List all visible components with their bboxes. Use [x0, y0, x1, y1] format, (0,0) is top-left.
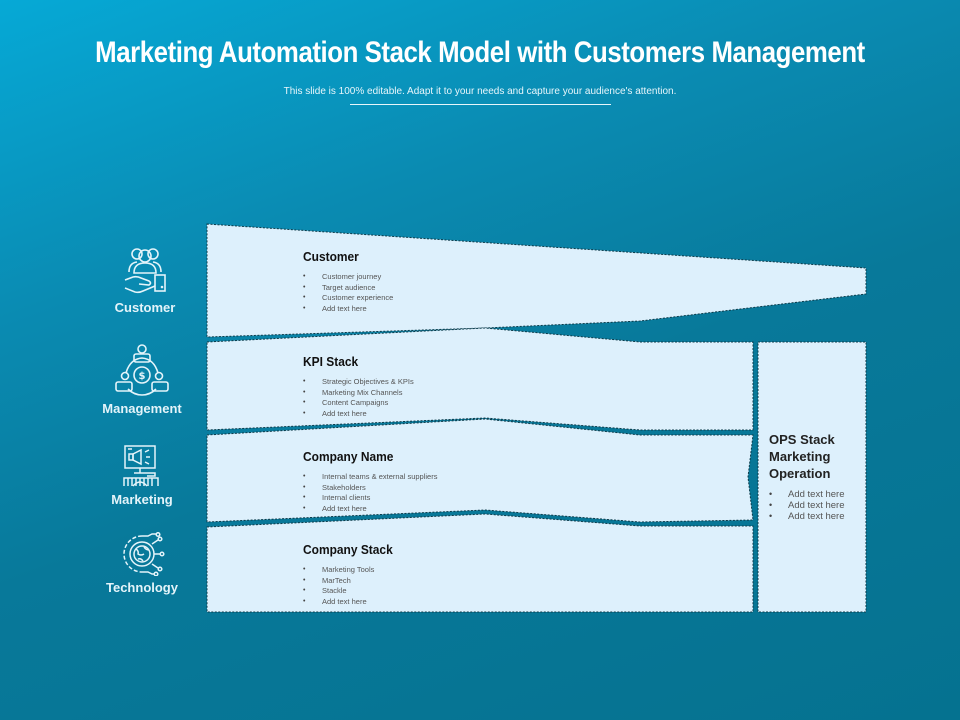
list-item: Add text here — [303, 304, 393, 315]
list-item: Add text here — [303, 597, 401, 608]
ops-title-line: Marketing — [769, 449, 831, 464]
subtitle-divider — [350, 104, 611, 105]
kpi-stack-band[interactable] — [206, 327, 754, 431]
stack-company-name: Company Name Internal teams & external s… — [303, 449, 437, 514]
list-item: Add text here — [303, 504, 437, 515]
stack-items: Strategic Objectives & KPIs Marketing Mi… — [303, 377, 414, 419]
category-marketing: Marketing — [82, 444, 202, 507]
list-item: Internal teams & external suppliers — [303, 472, 437, 483]
list-item: Customer experience — [303, 293, 393, 304]
stack-items: Internal teams & external suppliers Stak… — [303, 472, 437, 514]
ops-title: OPS Stack Marketing Operation — [769, 431, 845, 482]
stack-title: KPI Stack — [303, 354, 359, 369]
list-item: Target audience — [303, 283, 393, 294]
list-item: Strategic Objectives & KPIs — [303, 377, 414, 388]
stack-title: Company Stack — [303, 542, 393, 557]
category-technology: Technology — [82, 532, 202, 595]
stack-title: Company Name — [303, 449, 394, 464]
stack-items: Marketing Tools MarTech Stackle Add text… — [303, 565, 401, 607]
ops-title-line: Operation — [769, 466, 831, 481]
company-stack-band[interactable] — [206, 513, 754, 613]
category-label: Technology — [106, 580, 178, 595]
category-label: Management — [102, 401, 182, 416]
stack-customer: Customer Customer journey Target audienc… — [303, 249, 393, 314]
list-item: Marketing Mix Channels — [303, 388, 414, 399]
list-item: Internal clients — [303, 493, 437, 504]
list-item: Add text here — [769, 511, 845, 522]
stack-items: Customer journey Target audience Custome… — [303, 272, 393, 314]
category-customer: Customer — [85, 244, 205, 315]
svg-text:$: $ — [139, 371, 146, 382]
list-item: Content Campaigns — [303, 398, 414, 409]
stack-kpi: KPI Stack Strategic Objectives & KPIs Ma… — [303, 354, 414, 419]
ops-stack: OPS Stack Marketing Operation Add text h… — [769, 431, 845, 522]
ops-stack-panel[interactable] — [757, 341, 867, 613]
ops-title-line: OPS Stack — [769, 432, 835, 447]
marketing-computer-megaphone-icon — [123, 445, 159, 487]
list-item: Add text here — [769, 489, 845, 500]
category-label: Marketing — [111, 492, 173, 507]
company-name-band[interactable] — [206, 418, 754, 523]
list-item: Stakeholders — [303, 483, 437, 494]
list-item: Add text here — [303, 409, 414, 420]
list-item: MarTech — [303, 576, 401, 587]
list-item: Add text here — [769, 500, 845, 511]
stack-title: Customer — [303, 249, 359, 264]
management-network-dollar-icon: $ — [115, 344, 169, 396]
category-management: $ Management — [82, 343, 202, 416]
list-item: Marketing Tools — [303, 565, 401, 576]
category-label: Customer — [114, 300, 176, 315]
slide-title: Marketing Automation Stack Model with Cu… — [95, 36, 865, 69]
technology-gear-globe-icon — [123, 532, 165, 576]
slide-subtitle: This slide is 100% editable. Adapt it to… — [283, 86, 677, 97]
list-item: Stackle — [303, 586, 401, 597]
customer-hand-group-icon — [124, 248, 166, 294]
ops-items: Add text here Add text here Add text her… — [769, 489, 845, 522]
list-item: Customer journey — [303, 272, 393, 283]
stack-company-stack: Company Stack Marketing Tools MarTech St… — [303, 542, 401, 607]
